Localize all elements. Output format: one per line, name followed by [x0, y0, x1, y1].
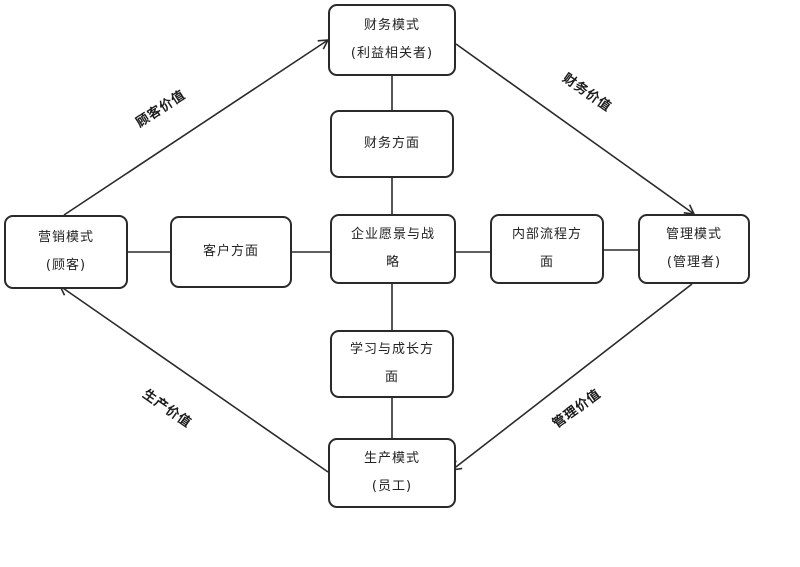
node-production-mode-subtitle: (员工)	[371, 479, 413, 494]
node-learning-growth-continuation: 面	[384, 370, 399, 385]
arrow-finance-value	[455, 43, 696, 215]
node-production-mode-title: 生产模式	[363, 450, 420, 466]
arrow-customer-value	[63, 39, 330, 216]
node-internal-process-continuation: 面	[539, 255, 554, 270]
node-management-mode-subtitle: (管理者)	[666, 255, 722, 270]
node-management-mode: 管理模式 (管理者)	[638, 214, 750, 284]
node-marketing-mode-title: 营销模式	[37, 229, 94, 245]
node-vision-strategy-continuation: 略	[385, 255, 400, 270]
arrow-production-value	[58, 285, 329, 473]
node-finance-mode-title: 财务模式	[363, 17, 420, 33]
node-finance-mode: 财务模式 (利益相关者)	[328, 4, 456, 76]
node-marketing-mode: 营销模式 (顾客)	[4, 215, 128, 289]
arrow-management-value	[450, 283, 693, 472]
node-finance-aspect-title: 财务方面	[363, 135, 420, 151]
node-learning-growth-title: 学习与成长方	[349, 341, 434, 357]
node-internal-process: 内部流程方 面	[490, 214, 604, 284]
node-finance-mode-subtitle: (利益相关者)	[350, 46, 434, 61]
node-production-mode: 生产模式 (员工)	[328, 438, 456, 508]
node-customer-aspect: 客户方面	[170, 216, 292, 288]
node-vision-strategy: 企业愿景与战 略	[330, 214, 456, 284]
node-management-mode-title: 管理模式	[665, 226, 722, 242]
node-marketing-mode-subtitle: (顾客)	[45, 258, 87, 273]
node-internal-process-title: 内部流程方	[511, 226, 582, 242]
node-learning-growth: 学习与成长方 面	[330, 330, 454, 398]
node-finance-aspect: 财务方面	[330, 110, 454, 178]
node-vision-strategy-title: 企业愿景与战	[350, 226, 435, 242]
node-customer-aspect-title: 客户方面	[202, 243, 259, 259]
